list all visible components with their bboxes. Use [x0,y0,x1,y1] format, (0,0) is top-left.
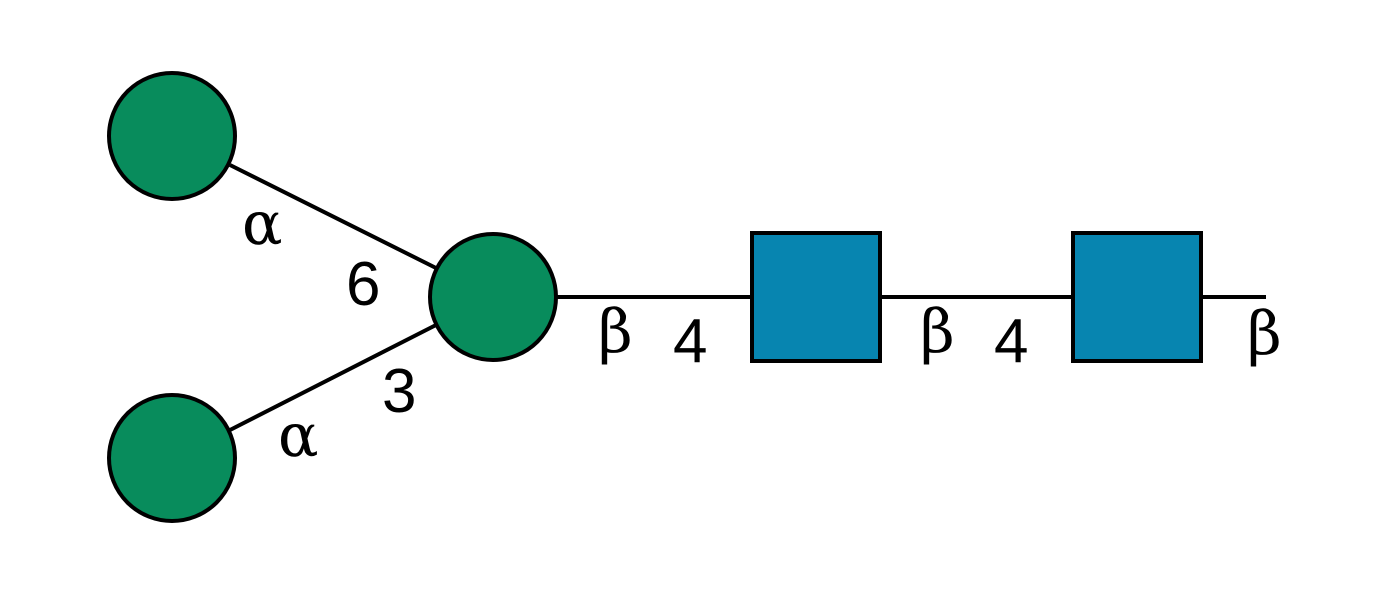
glcnac-square-1 [1071,231,1203,363]
bond-alpha3 [229,323,437,432]
linkage-anomer-core: β [598,297,633,367]
bond-alpha6 [229,163,437,270]
mannose-core [428,232,558,362]
linkage-anomer-glcnac2: β [920,297,955,367]
linkage-anomer-a6: α [242,189,283,259]
linkage-position-3: 3 [382,357,416,426]
linkage-position-core: 4 [673,307,707,376]
linkage-anomer-a3: α [278,401,319,471]
reducing-end-anomer: β [1247,299,1282,369]
linkage-position-glcnac2: 4 [994,307,1028,376]
mannose-alpha6 [107,71,237,201]
mannose-alpha3 [107,393,237,523]
glcnac-square-2 [750,231,882,363]
linkage-position-6: 6 [346,250,380,319]
